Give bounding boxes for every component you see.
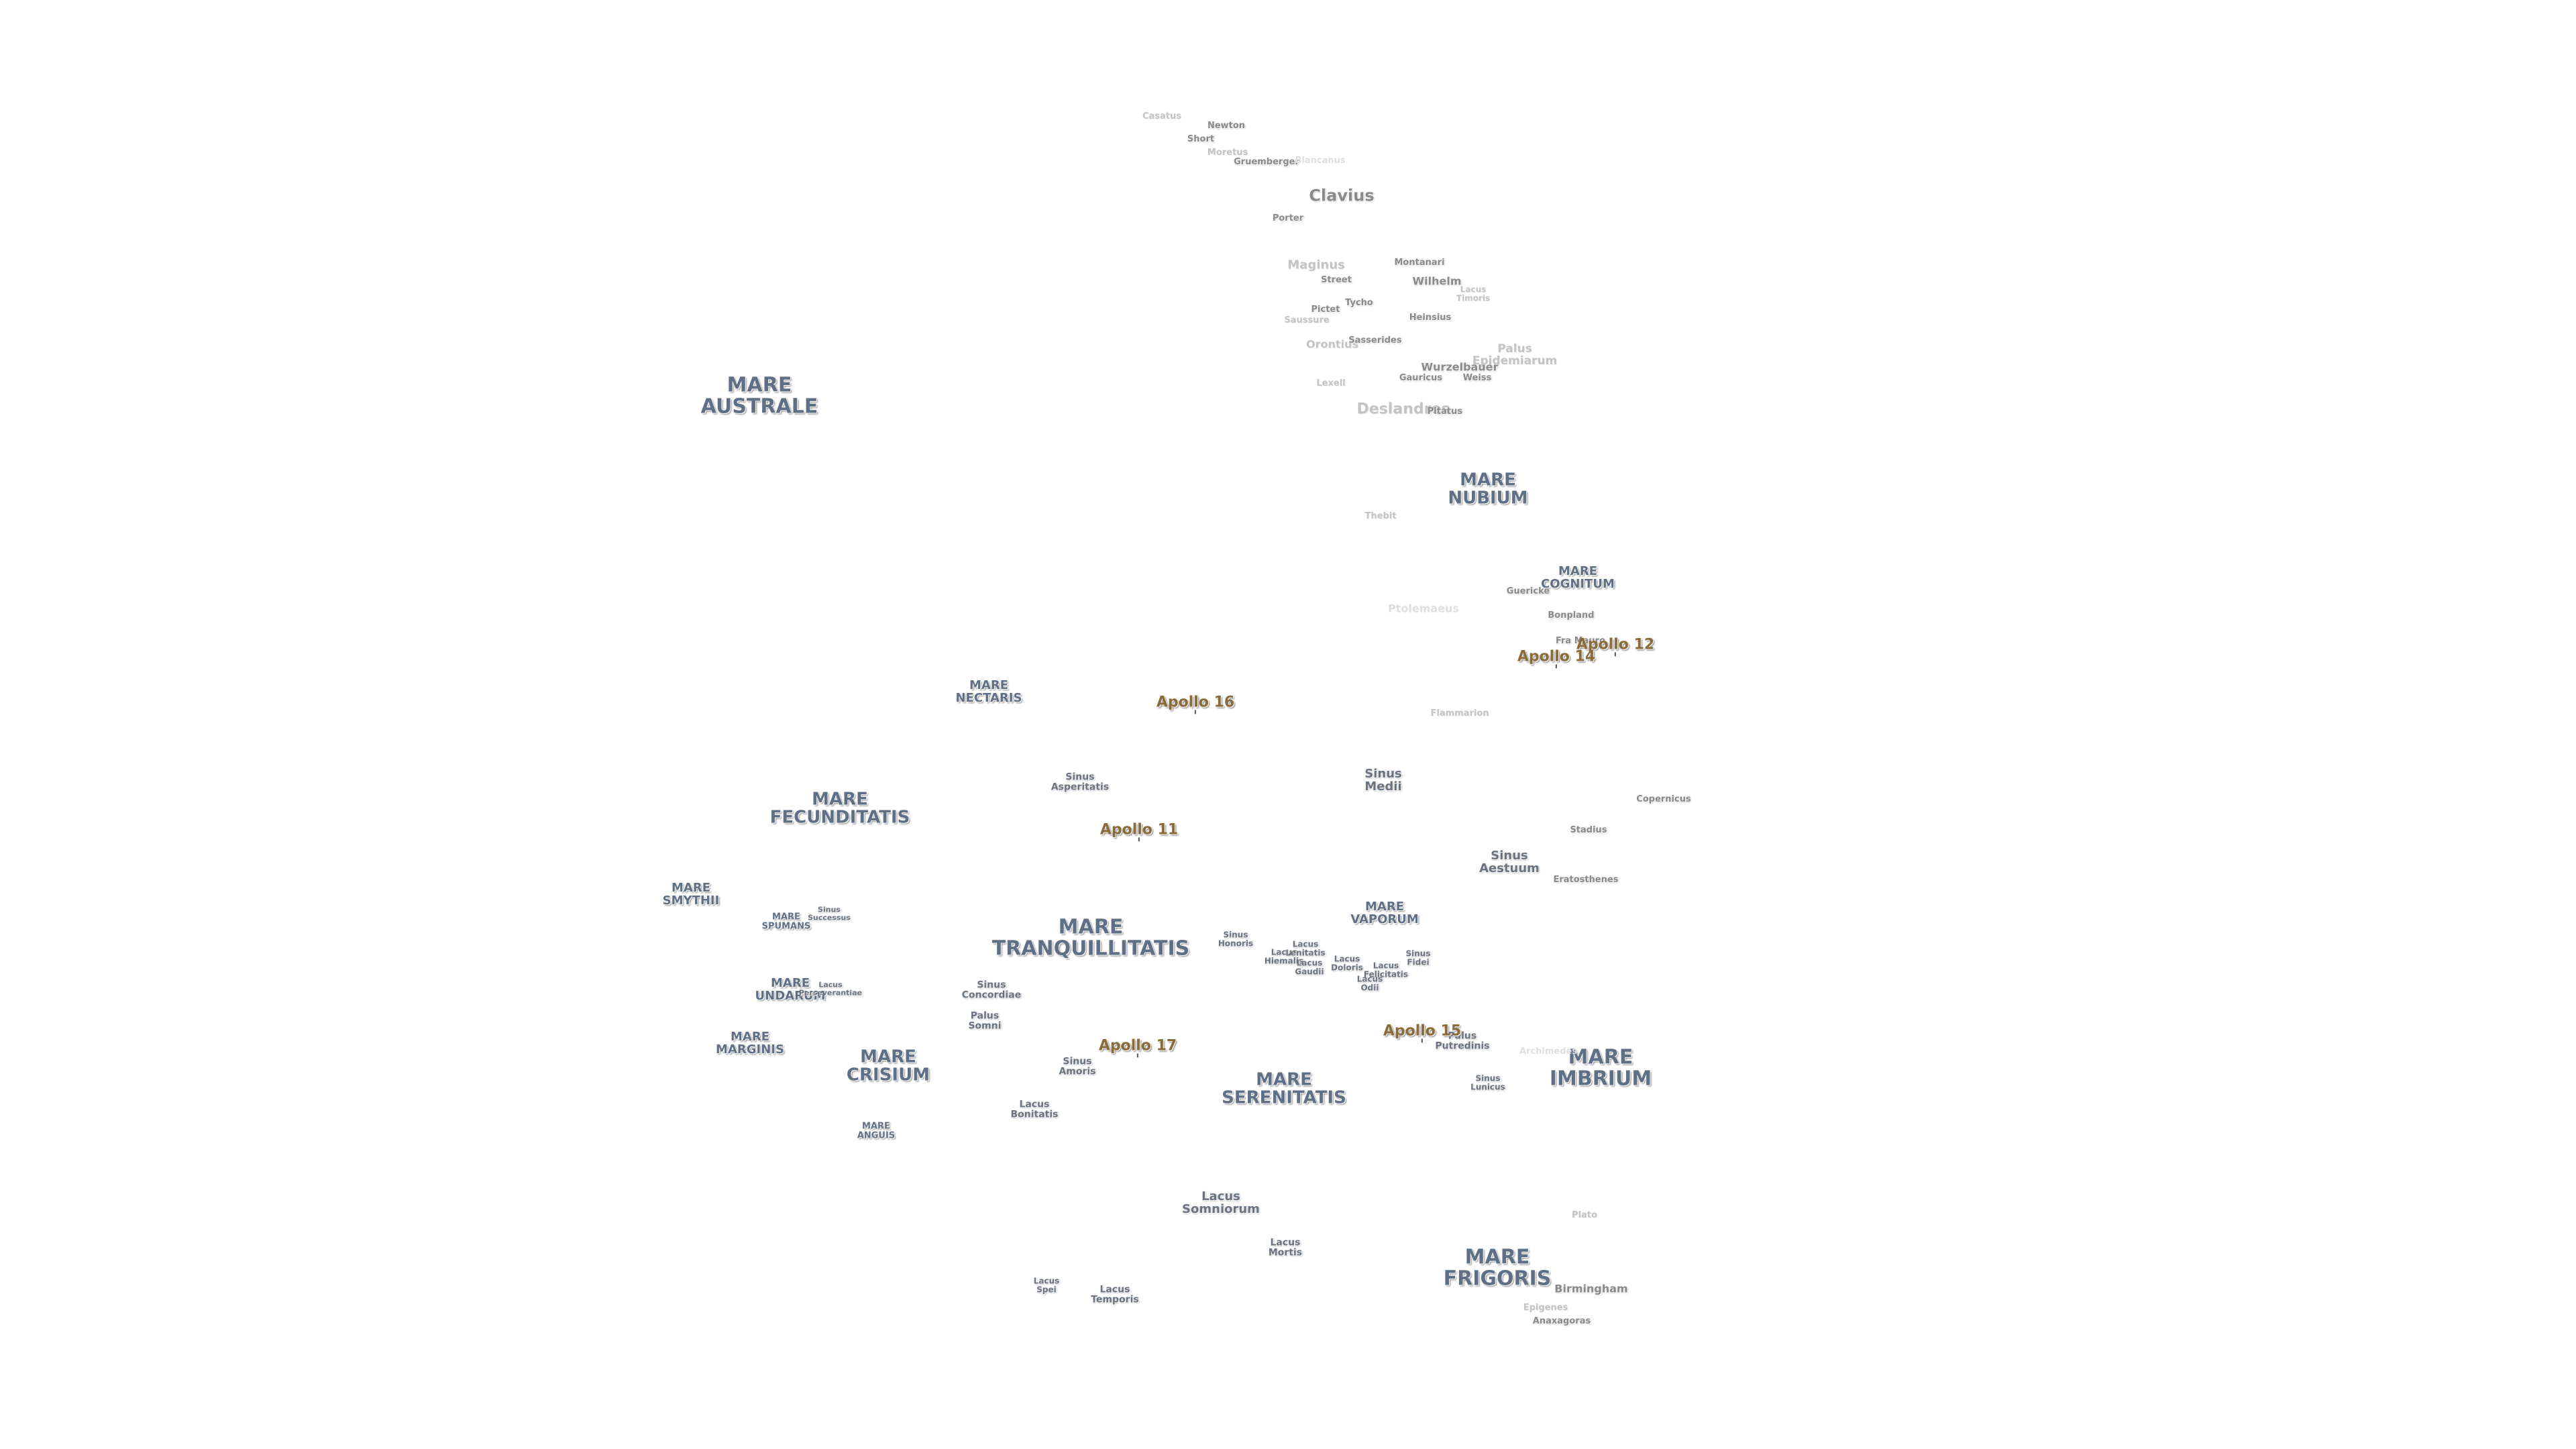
apollo-12-marker[interactable]: Apollo 12 (1576, 621, 1654, 672)
newton-label[interactable]: Newton (1207, 121, 1246, 131)
mare-anguis-label[interactable]: MARE ANGUIS (857, 1121, 896, 1140)
mare-nectaris-label[interactable]: MARE NECTARIS (955, 678, 1022, 705)
eratosthenes-label[interactable]: Eratosthenes (1553, 875, 1619, 885)
sinus-successus-label[interactable]: Sinus Successus (808, 905, 851, 922)
apollo-16-label: Apollo 16 (1156, 694, 1235, 711)
montanari-label[interactable]: Montanari (1394, 258, 1445, 268)
flammarion-label[interactable]: Flammarion (1430, 708, 1489, 719)
lacus-somniorum-label[interactable]: Lacus Somniorum (1182, 1189, 1260, 1216)
ptolemaeus-label[interactable]: Ptolemaeus (1388, 602, 1459, 615)
bonpland-label[interactable]: Bonpland (1548, 610, 1595, 621)
apollo-11-marker[interactable]: Apollo 11 (1100, 806, 1178, 857)
lacus-doloris-label[interactable]: Lacus Doloris (1331, 954, 1363, 972)
gauricus-label[interactable]: Gauricus (1399, 373, 1443, 384)
apollo-15-label: Apollo 15 (1383, 1022, 1462, 1040)
palus-epidemiarum-label[interactable]: Palus Epidemiarum (1472, 342, 1558, 368)
casatus-label[interactable]: Casatus (1142, 111, 1182, 122)
sinus-amoris-label[interactable]: Sinus Amoris (1059, 1056, 1096, 1077)
sasserides-label[interactable]: Sasserides (1348, 335, 1402, 346)
blancanus-label[interactable]: Blancanus (1295, 156, 1346, 166)
moretus-label[interactable]: Moretus (1207, 148, 1248, 158)
apollo-16-pin-icon (1194, 710, 1196, 714)
heinsius-label[interactable]: Heinsius (1409, 313, 1452, 323)
lacus-temporis-label[interactable]: Lacus Temporis (1091, 1284, 1139, 1305)
epigenes-label[interactable]: Epigenes (1523, 1303, 1568, 1313)
apollo-16-marker[interactable]: Apollo 16 (1157, 679, 1234, 729)
maginus-label[interactable]: Maginus (1287, 258, 1345, 272)
archimedes-label[interactable]: Archimedes (1519, 1046, 1578, 1057)
mare-cognitum-label[interactable]: MARE COGNITUM (1541, 564, 1615, 591)
lacus-hiemalis-label[interactable]: Lacus Hiemalis (1264, 947, 1304, 965)
sinus-aestuum-label[interactable]: Sinus Aestuum (1479, 849, 1540, 875)
lacus-bonitatis-label[interactable]: Lacus Bonitatis (1010, 1099, 1059, 1120)
apollo-15-pin-icon (1421, 1038, 1423, 1043)
sinus-honoris-label[interactable]: Sinus Honoris (1218, 930, 1254, 948)
sinus-concordiae-label[interactable]: Sinus Concordiae (961, 979, 1022, 1000)
apollo-17-marker[interactable]: Apollo 17 (1099, 1022, 1177, 1073)
deslandres-label[interactable]: Deslandres (1356, 400, 1450, 418)
mare-spumans-label[interactable]: MARE SPUMANS (761, 912, 811, 931)
lacus-gaudii-label[interactable]: Lacus Gaudii (1295, 958, 1324, 976)
short-label[interactable]: Short (1187, 134, 1215, 145)
pictet-label[interactable]: Pictet (1311, 305, 1340, 315)
mare-smythii-label[interactable]: MARE SMYTHII (662, 881, 720, 908)
mare-frigoris-label[interactable]: MARE FRIGORIS (1443, 1245, 1552, 1290)
apollo-14-pin-icon (1555, 664, 1557, 669)
weiss-label[interactable]: Weiss (1462, 373, 1492, 384)
lacus-odii-label[interactable]: Lacus Odii (1356, 974, 1383, 992)
apollo-12-pin-icon (1614, 652, 1616, 657)
apollo-17-pin-icon (1136, 1053, 1138, 1058)
apollo-12-label: Apollo 12 (1576, 636, 1655, 653)
apollo-14-marker[interactable]: Apollo 14 (1517, 633, 1595, 684)
lacus-perseverantiae-label[interactable]: Lacus Perseverantiae (798, 980, 863, 997)
tycho-label[interactable]: Tycho (1345, 298, 1373, 309)
lacus-timoris-label[interactable]: Lacus Timoris (1456, 284, 1491, 303)
anaxagoras-label[interactable]: Anaxagoras (1532, 1316, 1591, 1327)
mare-vaporum-label[interactable]: MARE VAPORUM (1350, 900, 1419, 926)
fra-mauro-label[interactable]: Fra Mauro (1555, 636, 1606, 647)
apollo-14-label: Apollo 14 (1517, 648, 1596, 665)
apollo-17-label: Apollo 17 (1098, 1037, 1177, 1055)
lacus-mortis-label[interactable]: Lacus Mortis (1268, 1237, 1303, 1258)
mare-tranquillitatis-label[interactable]: MARE TRANQUILLITATIS (991, 915, 1190, 960)
street-label[interactable]: Street (1321, 275, 1352, 286)
lexell-label[interactable]: Lexell (1316, 378, 1346, 389)
mare-marginis-label[interactable]: MARE MARGINIS (716, 1030, 784, 1057)
mare-fecunditatis-label[interactable]: MARE FECUNDITATIS (769, 789, 910, 828)
lacus-felicitatis-label[interactable]: Lacus Felicitatis (1363, 961, 1409, 979)
wurzelbauer-label[interactable]: Wurzelbauer (1421, 360, 1499, 374)
mare-crisium-label[interactable]: MARE CRISIUM (846, 1046, 930, 1085)
lacus-spei-label[interactable]: Lacus Spei (1033, 1276, 1060, 1294)
stadius-label[interactable]: Stadius (1570, 825, 1607, 836)
porter-label[interactable]: Porter (1272, 213, 1304, 224)
sinus-fidei-label[interactable]: Sinus Fidei (1405, 949, 1431, 967)
copernicus-label[interactable]: Copernicus (1636, 794, 1691, 805)
mare-australe-label[interactable]: MARE AUSTRALE (700, 373, 818, 418)
gruemberger-label[interactable]: Gruemberger (1234, 157, 1299, 168)
pitatus-label[interactable]: Pitatus (1427, 407, 1463, 417)
palus-somni-label[interactable]: Palus Somni (968, 1010, 1002, 1031)
saussure-label[interactable]: Saussure (1284, 315, 1330, 326)
palus-putredinis-label[interactable]: Palus Putredinis (1435, 1030, 1490, 1051)
mare-imbrium-label[interactable]: MARE IMBRIUM (1549, 1045, 1652, 1090)
plato-label[interactable]: Plato (1572, 1210, 1597, 1221)
lacus-lenitatis-label[interactable]: Lacus Lenitatis (1285, 939, 1326, 957)
wilhelm-label[interactable]: Wilhelm (1412, 274, 1462, 288)
sinus-lunicus-label[interactable]: Sinus Lunicus (1470, 1073, 1505, 1091)
mare-serenitatis-label[interactable]: MARE SERENITATIS (1222, 1069, 1346, 1108)
sinus-asperitatis-label[interactable]: Sinus Asperitatis (1051, 771, 1110, 792)
birmingham-label[interactable]: Birmingham (1554, 1282, 1628, 1295)
guericke-label[interactable]: Guericke (1506, 586, 1550, 597)
mare-undarum-label[interactable]: MARE UNDARUM (755, 976, 826, 1003)
clavius-label[interactable]: Clavius (1309, 186, 1375, 205)
thebit-label[interactable]: Thebit (1364, 511, 1397, 522)
apollo-11-pin-icon (1138, 837, 1140, 842)
orontius-label[interactable]: Orontius (1306, 337, 1358, 351)
sinus-medii-label[interactable]: Sinus Medii (1364, 767, 1402, 794)
apollo-11-label: Apollo 11 (1099, 821, 1179, 839)
apollo-15-marker[interactable]: Apollo 15 (1383, 1008, 1461, 1058)
mare-nubium-label[interactable]: MARE NUBIUM (1448, 470, 1528, 508)
